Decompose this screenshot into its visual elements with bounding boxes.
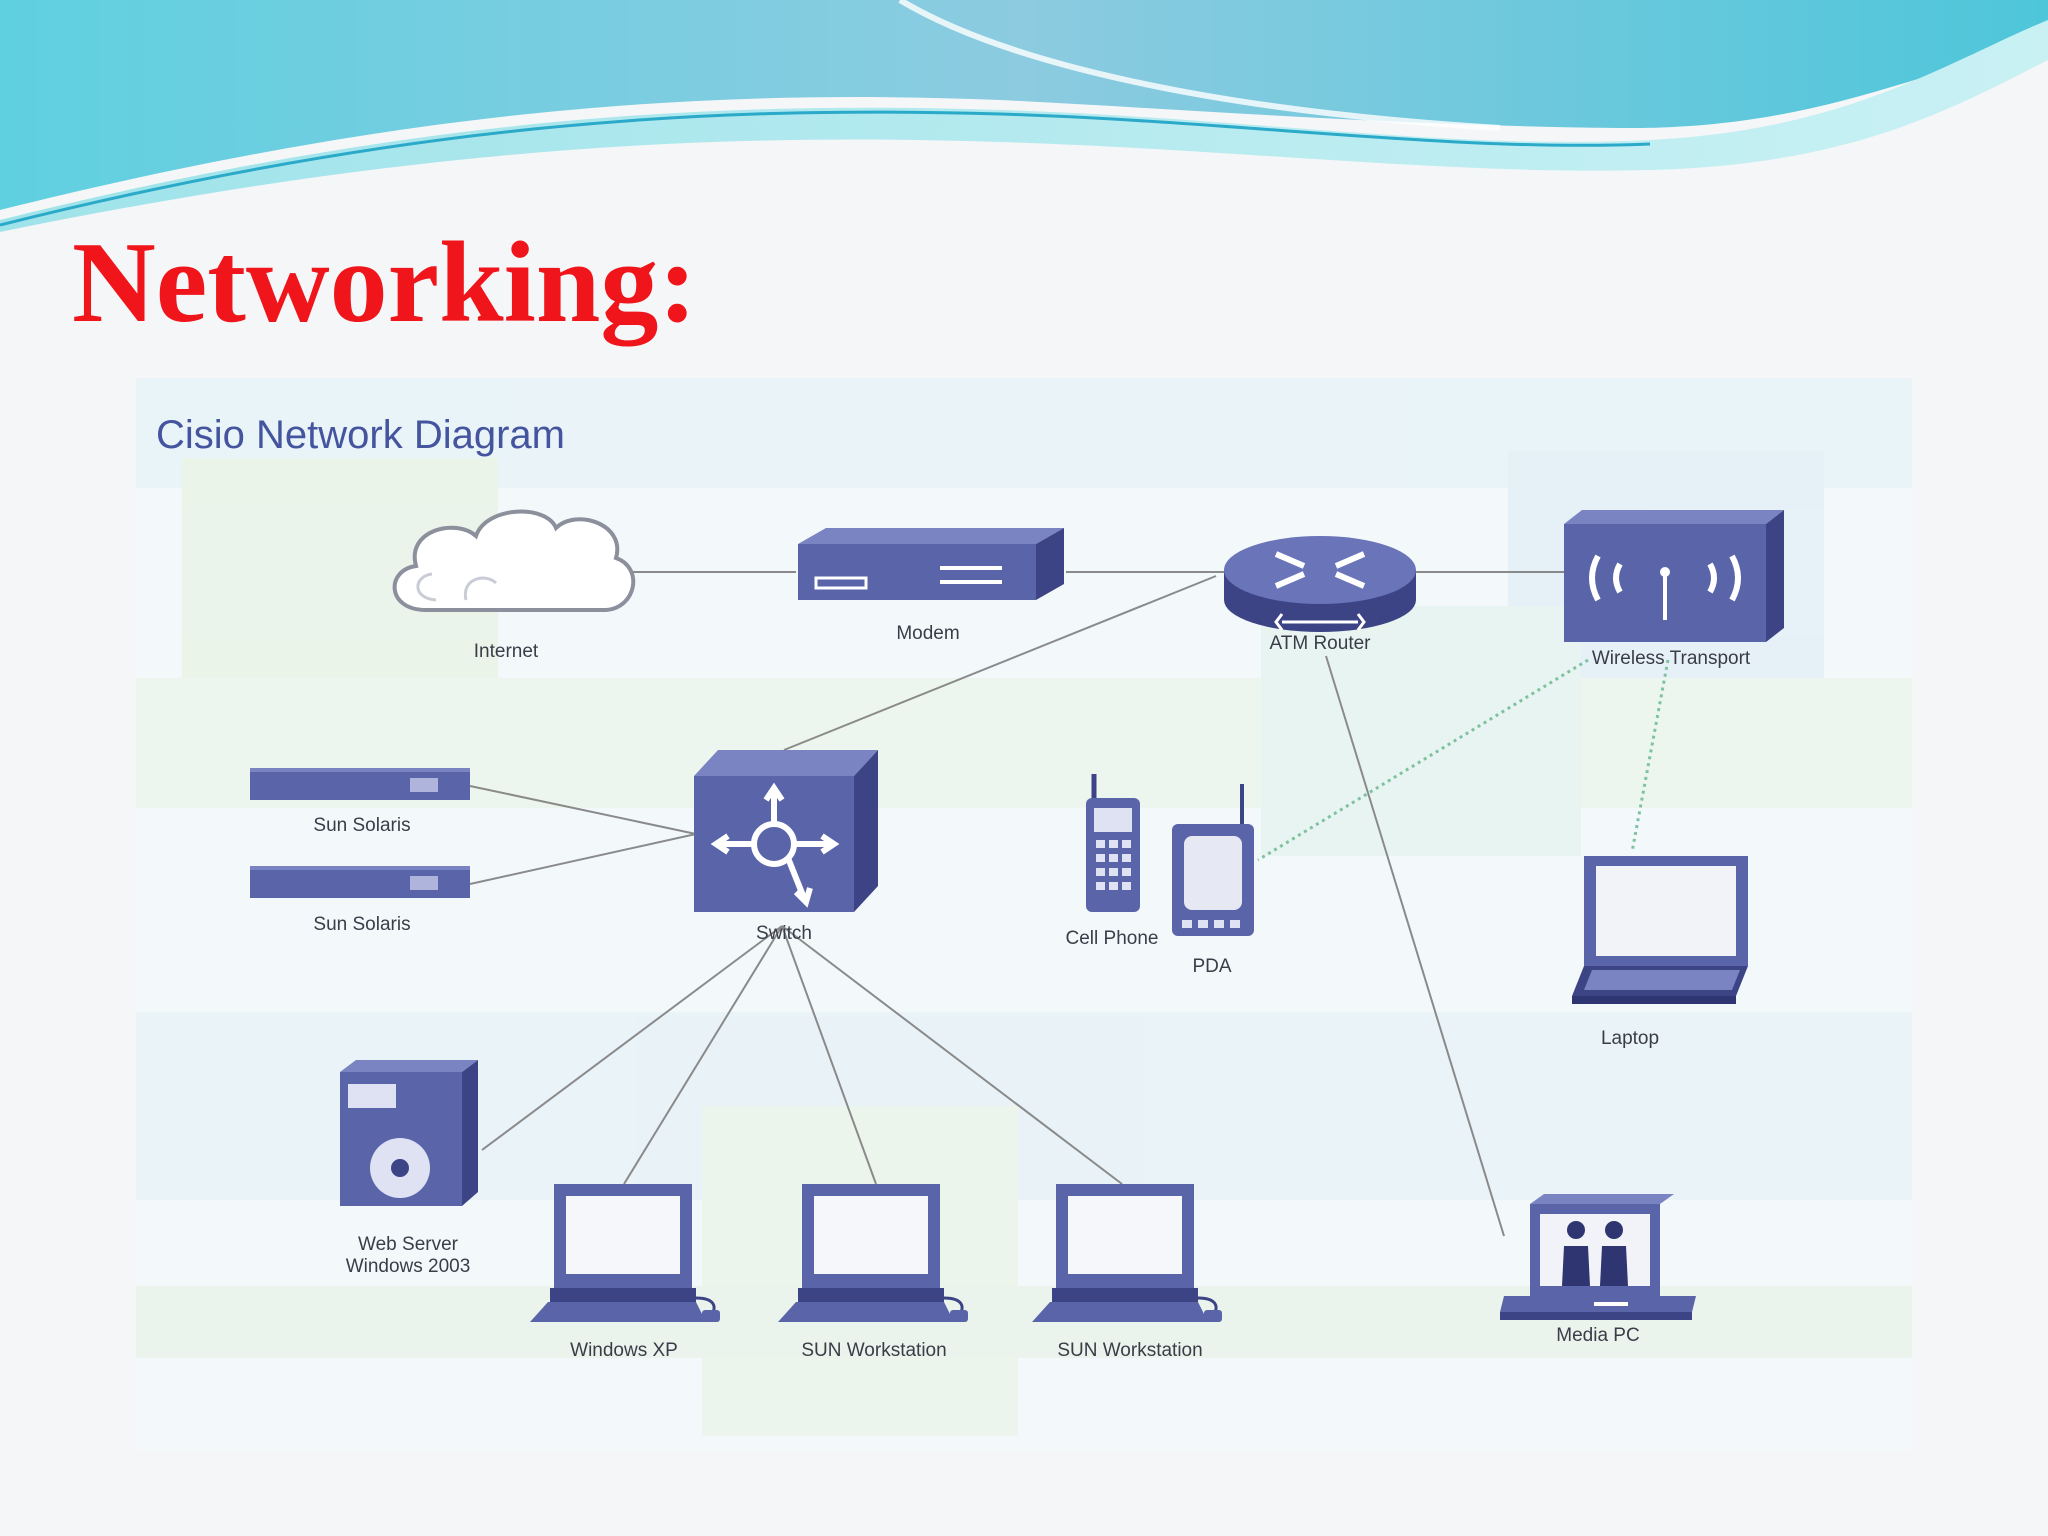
laptop-label: Laptop <box>1601 1028 1659 1049</box>
switch-icon <box>694 750 878 912</box>
windows-xp-label: Windows XP <box>570 1340 678 1361</box>
atm-router-node[interactable]: ATM Router <box>1224 536 1416 654</box>
laptop-icon <box>1572 856 1748 1004</box>
internet-node[interactable]: Internet <box>392 509 636 662</box>
switch-node[interactable]: Switch <box>694 750 878 944</box>
workstation-icon <box>530 1184 720 1322</box>
link-wireless-transport-pda <box>1257 658 1589 862</box>
wave-header-decoration <box>0 0 2048 232</box>
sun-solaris-2-label: Sun Solaris <box>313 914 410 935</box>
network-links <box>469 571 1566 1237</box>
link-switch-sun-solaris-2 <box>469 833 697 885</box>
modem-icon <box>798 528 1064 600</box>
network-diagram: Cisio Network Diagram <box>136 378 1912 1450</box>
link-wireless-transport-laptop <box>1630 659 1670 853</box>
pda-icon <box>1172 784 1254 936</box>
link-switch-sun-solaris-1 <box>469 785 697 835</box>
wireless-transport-icon <box>1564 510 1784 642</box>
sun-workstation-2-node[interactable]: SUN Workstation <box>1032 1184 1222 1361</box>
server-icon <box>250 866 470 898</box>
modem-label: Modem <box>896 623 959 644</box>
media-pc-icon <box>1500 1194 1696 1320</box>
sun-solaris-1-label: Sun Solaris <box>313 815 410 836</box>
background-bands <box>136 378 1912 1436</box>
pda-label: PDA <box>1192 956 1231 977</box>
cloud-icon <box>392 509 636 612</box>
link-switch-windows-xp <box>623 925 783 1185</box>
workstation-icon <box>1032 1184 1222 1322</box>
web-server-icon <box>340 1060 478 1206</box>
sun-solaris-2-node[interactable]: Sun Solaris <box>250 866 470 935</box>
cell-phone-node[interactable]: Cell Phone <box>1066 774 1159 949</box>
atm-router-label: ATM Router <box>1269 633 1371 654</box>
diagram-canvas: Cisio Network Diagram <box>136 378 1912 1436</box>
switch-label: Switch <box>756 923 812 944</box>
wireless-transport-node[interactable]: Wireless Transport <box>1564 510 1784 669</box>
media-pc-label: Media PC <box>1556 1325 1639 1346</box>
link-switch-sun-workstation-2 <box>781 925 1123 1185</box>
cell-phone-icon <box>1086 774 1140 912</box>
slide-title: Networking: <box>72 219 698 347</box>
sun-workstation-1-label: SUN Workstation <box>801 1340 946 1361</box>
link-switch-sun-workstation-1 <box>781 925 877 1185</box>
internet-label: Internet <box>474 641 539 662</box>
wireless-links <box>1257 658 1670 862</box>
sun-workstation-2-label: SUN Workstation <box>1057 1340 1202 1361</box>
sun-solaris-1-node[interactable]: Sun Solaris <box>250 768 470 836</box>
wireless-transport-label: Wireless Transport <box>1592 648 1751 669</box>
link-atm-router-switch <box>783 575 1217 751</box>
pda-node[interactable]: PDA <box>1172 784 1254 977</box>
cell-phone-label: Cell Phone <box>1066 928 1159 949</box>
web-server-node[interactable]: Web Server Windows 2003 <box>340 1060 478 1277</box>
router-icon <box>1224 536 1416 632</box>
web-server-label-line1: Web Server <box>358 1234 459 1255</box>
diagram-title: Cisio Network Diagram <box>156 413 565 457</box>
web-server-label-line2: Windows 2003 <box>346 1256 471 1277</box>
media-pc-node[interactable]: Media PC <box>1500 1194 1696 1346</box>
workstation-icon <box>778 1184 968 1322</box>
server-icon <box>250 768 470 800</box>
modem-node[interactable]: Modem <box>798 528 1064 644</box>
sun-workstation-1-node[interactable]: SUN Workstation <box>778 1184 968 1361</box>
windows-xp-node[interactable]: Windows XP <box>530 1184 720 1361</box>
link-atm-router-media-pc <box>1325 655 1505 1237</box>
laptop-node[interactable]: Laptop <box>1572 856 1748 1049</box>
link-switch-web-server <box>481 925 783 1151</box>
